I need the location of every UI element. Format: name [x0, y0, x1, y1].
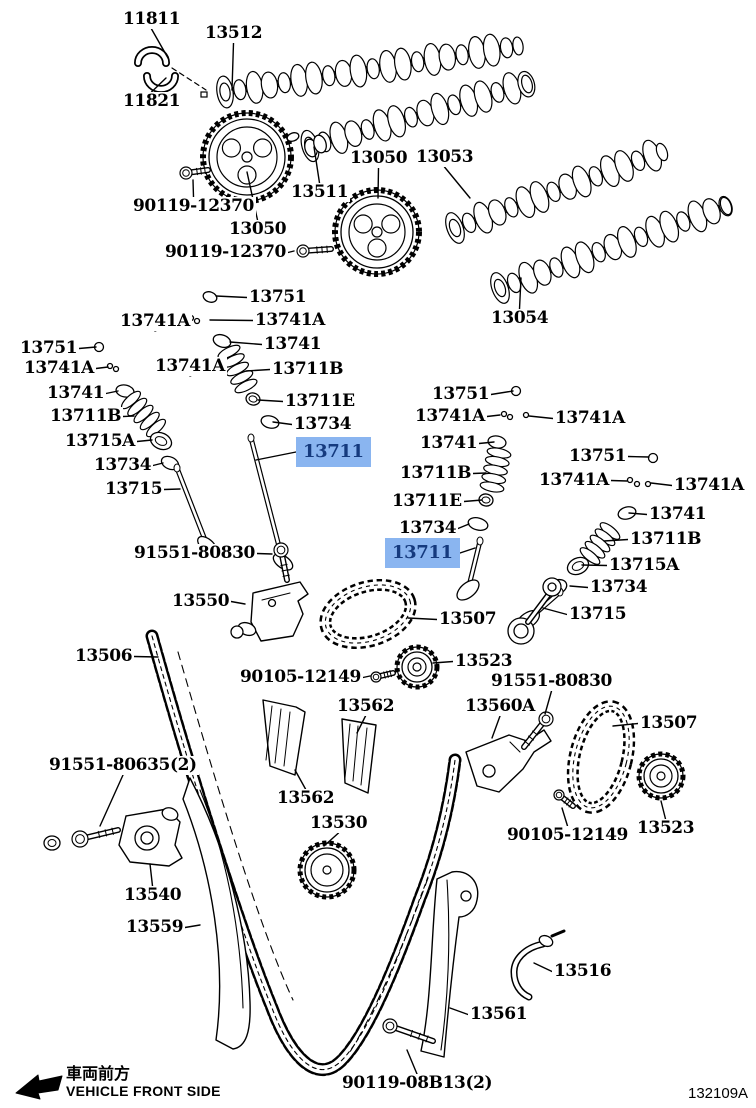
part-label[interactable]: 13741A: [22, 358, 96, 378]
part-label[interactable]: 13506: [73, 646, 135, 666]
part-label[interactable]: 90105-12149: [238, 667, 363, 687]
part-label[interactable]: 13562: [335, 696, 397, 716]
part-label[interactable]: 91551-80830: [132, 543, 257, 563]
part-label[interactable]: 13050: [227, 219, 289, 239]
part-label[interactable]: 90119-12370: [163, 242, 288, 262]
part-label[interactable]: 13741A: [118, 311, 192, 331]
part-label[interactable]: 13741A: [672, 475, 746, 495]
front-side-label-en: VEHICLE FRONT SIDE: [66, 1083, 221, 1099]
part-label[interactable]: 13711B: [398, 463, 474, 483]
part-label[interactable]: 13711B: [48, 406, 124, 426]
part-label[interactable]: 13507: [638, 713, 700, 733]
part-label[interactable]: 13741: [647, 504, 709, 524]
part-label[interactable]: 13711E: [283, 391, 357, 411]
front-side-label-jp: 車両前方: [66, 1064, 131, 1083]
part-label[interactable]: 13523: [453, 651, 515, 671]
part-label[interactable]: 13054: [489, 308, 551, 328]
part-label[interactable]: 13741A: [537, 470, 611, 490]
part-label[interactable]: 13711B: [270, 359, 346, 379]
part-label[interactable]: 13562: [275, 788, 337, 808]
part-label[interactable]: 13559: [124, 917, 186, 937]
part-label[interactable]: 13540: [122, 885, 184, 905]
part-label[interactable]: 13751: [18, 338, 80, 358]
part-label[interactable]: 13530: [308, 813, 370, 833]
part-label[interactable]: 13523: [635, 818, 697, 838]
part-label[interactable]: 13507: [437, 609, 499, 629]
part-label-highlighted[interactable]: 13711: [385, 538, 460, 568]
part-label[interactable]: 13053: [414, 147, 476, 167]
part-label[interactable]: 13751: [247, 287, 309, 307]
part-label[interactable]: 13741: [45, 383, 107, 403]
part-label[interactable]: 13741A: [253, 310, 327, 330]
part-label[interactable]: 90105-12149: [505, 825, 630, 845]
part-label[interactable]: 91551-80635(2): [47, 755, 199, 775]
part-label[interactable]: 13734: [397, 518, 459, 538]
diagram-code: 132109A: [688, 1085, 749, 1102]
part-label[interactable]: 91551-80830: [489, 671, 614, 691]
part-label[interactable]: 13516: [552, 961, 614, 981]
part-label[interactable]: 13734: [92, 455, 154, 475]
part-label[interactable]: 13751: [430, 384, 492, 404]
part-label[interactable]: 13715: [103, 479, 165, 499]
front-direction-arrow-icon: [15, 1074, 63, 1100]
part-label[interactable]: 13741A: [553, 408, 627, 428]
part-label[interactable]: 13715A: [607, 555, 681, 575]
part-label[interactable]: 13711B: [628, 529, 704, 549]
part-label[interactable]: 13741: [418, 433, 480, 453]
part-label[interactable]: 90119-08B13(2): [340, 1073, 495, 1093]
part-label[interactable]: 13741: [262, 334, 324, 354]
part-label[interactable]: 13561: [468, 1004, 530, 1024]
part-label[interactable]: 90119-12370: [131, 196, 256, 216]
part-label[interactable]: 13050: [348, 148, 410, 168]
part-label[interactable]: 13511: [289, 182, 351, 202]
part-label[interactable]: 13715: [567, 604, 629, 624]
part-label[interactable]: 13741A: [153, 356, 227, 376]
part-label[interactable]: 13550: [170, 591, 232, 611]
part-label-highlighted[interactable]: 13711: [296, 437, 371, 467]
part-label[interactable]: 11811: [121, 9, 183, 29]
part-label[interactable]: 13715A: [63, 431, 137, 451]
part-label[interactable]: 13711E: [390, 491, 464, 511]
part-label[interactable]: 13734: [588, 577, 650, 597]
part-label[interactable]: 13512: [203, 23, 265, 43]
part-label[interactable]: 11821: [121, 91, 183, 111]
part-label[interactable]: 13734: [292, 414, 354, 434]
part-label[interactable]: 13560A: [463, 696, 537, 716]
part-label[interactable]: 13751: [567, 446, 629, 466]
part-label[interactable]: 13741A: [413, 406, 487, 426]
